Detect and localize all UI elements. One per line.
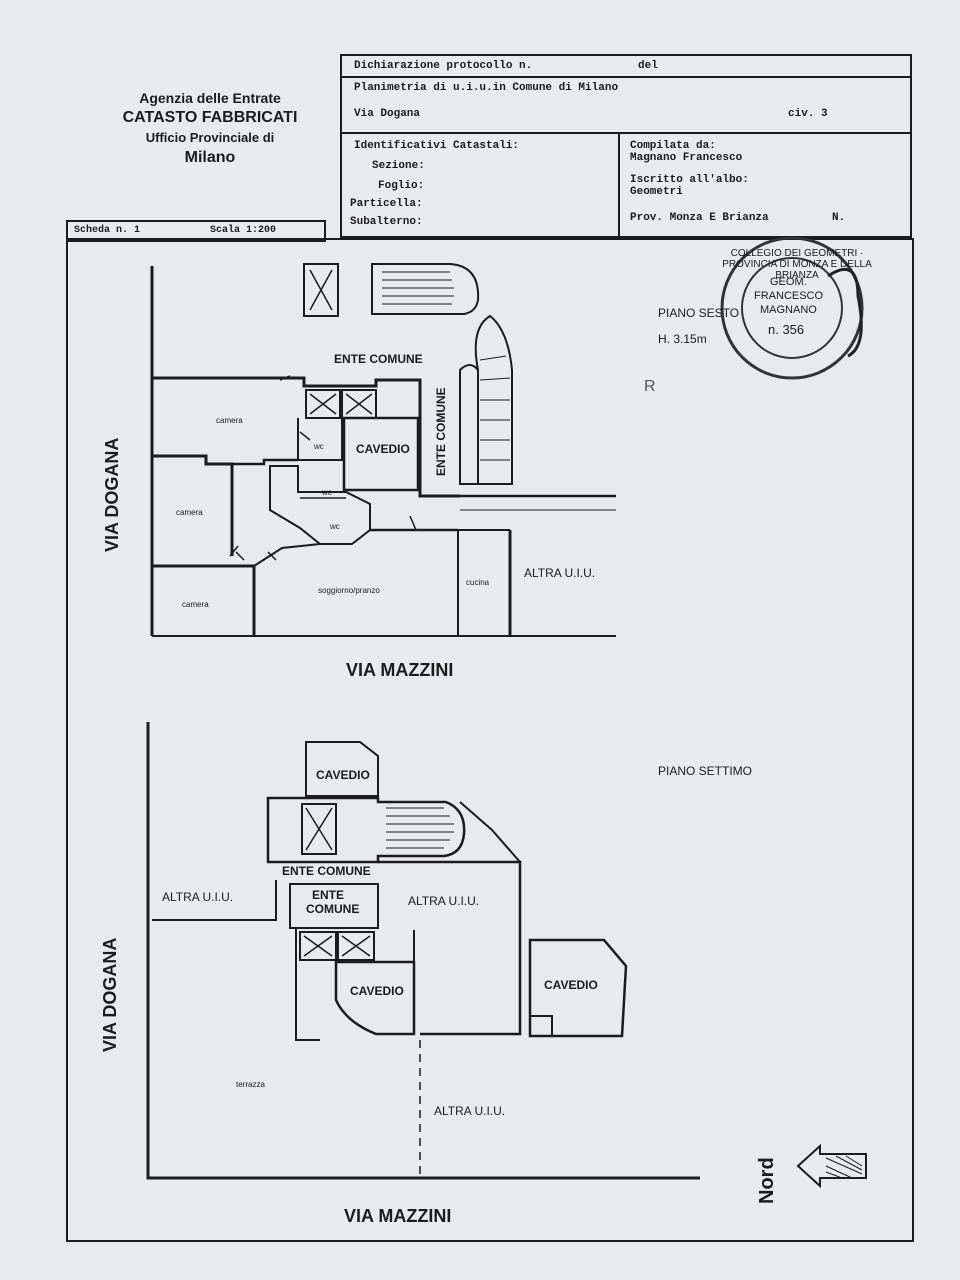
- lift-shaft: [303, 263, 339, 317]
- header-box: Dichiarazione protocollo n. del Planimet…: [340, 54, 912, 238]
- room-camera-2: camera: [176, 508, 203, 517]
- scala-label: Scala 1:200: [210, 225, 277, 236]
- level-label-bottom: PIANO SETTIMO: [658, 764, 753, 778]
- room-camera-1: camera: [216, 416, 243, 425]
- stamp-line1: GEOM.: [770, 276, 807, 288]
- particella-label: Particella:: [350, 198, 423, 210]
- agency-heading: Agenzia delle Entrate CATASTO FABBRICATI…: [90, 88, 330, 168]
- ente-comune-vertical: ENTE COMUNE: [434, 387, 448, 476]
- header-vdivider: [618, 134, 620, 236]
- height-label: H. 3.15m: [658, 332, 707, 346]
- room-camera-3: camera: [182, 600, 209, 609]
- room-soggiorno: soggiorno/pranzo: [318, 586, 380, 595]
- cavedio-upper: CAVEDIO: [316, 768, 370, 782]
- drawing-frame: [66, 238, 914, 1242]
- n-label: N.: [832, 212, 846, 224]
- identificativi-label: Identificativi Catastali:: [354, 140, 520, 152]
- agency-city: Milano: [184, 149, 236, 166]
- altra-uiu-left: ALTRA U.I.U.: [162, 890, 234, 904]
- ente-comune-bottom: ENTE COMUNE: [282, 864, 371, 878]
- cavedio-right: CAVEDIO: [544, 978, 598, 992]
- compilatore-name: Magnano Francesco: [630, 152, 743, 164]
- iscritto-label: Iscritto all'albo:: [630, 174, 749, 186]
- ente-comune-top: ENTE COMUNE: [334, 352, 423, 366]
- prov-label: Prov. Monza E Brianza: [630, 212, 769, 224]
- altra-uiu-top: ALTRA U.I.U.: [524, 566, 596, 580]
- room-wc-2: wc: [322, 488, 332, 497]
- via-label: Via Dogana: [354, 108, 421, 120]
- altra-uiu-bottom: ALTRA U.I.U.: [434, 1104, 506, 1118]
- room-cucina: cucina: [466, 578, 490, 587]
- stamp-line4: n. 356: [768, 322, 805, 337]
- room-terrazza: terrazza: [236, 1080, 265, 1089]
- street-via-mazzini-bottom: VIA MAZZINI: [344, 1206, 452, 1226]
- ente-comune-2-line2: COMUNE: [306, 902, 360, 916]
- agency-name: Agenzia delle Entrate: [139, 90, 281, 106]
- header-divider: [342, 132, 910, 134]
- north-arrow-icon: [796, 1146, 868, 1188]
- stamp-line2: FRANCESCO: [754, 290, 824, 302]
- scheda-strip: Scheda n. 1 Scala 1:200: [66, 220, 326, 242]
- north-label: Nord: [756, 1157, 778, 1204]
- dichiarazione-label: Dichiarazione protocollo n.: [354, 60, 533, 72]
- del-label: del: [638, 60, 658, 72]
- cavedio-middle: CAVEDIO: [350, 984, 404, 998]
- scheda-label: Scheda n. 1: [74, 225, 141, 236]
- header-divider: [342, 76, 910, 78]
- agency-dept: CATASTO FABBRICATI: [122, 109, 298, 126]
- albo-value: Geometri: [630, 186, 683, 198]
- street-via-dogana-bottom: VIA DOGANA: [100, 937, 120, 1052]
- sezione-label: Sezione:: [372, 160, 425, 172]
- altra-uiu-mid: ALTRA U.I.U.: [408, 894, 480, 908]
- street-via-dogana-top: VIA DOGANA: [102, 437, 122, 552]
- foglio-label: Foglio:: [378, 180, 425, 192]
- planimetria-label: Planimetria di u.i.u.in Comune di Milano: [354, 82, 619, 94]
- stamp-ring: [720, 236, 864, 380]
- ente-comune-2-line1: ENTE: [312, 888, 345, 902]
- compilata-label: Compilata da:: [630, 140, 716, 152]
- cavedio-top: CAVEDIO: [356, 442, 410, 456]
- surveyor-stamp: COLLEGIO DEI GEOMETRI · PROVINCIA DI MON…: [708, 236, 884, 386]
- room-wc-3: wc: [330, 522, 340, 531]
- room-wc-1: wc: [314, 442, 324, 451]
- level-label-top: PIANO SESTO: [658, 306, 740, 320]
- street-via-mazzini-top: VIA MAZZINI: [346, 660, 454, 680]
- civ-label: civ. 3: [788, 108, 828, 120]
- stamp-ring-text: COLLEGIO DEI GEOMETRI · PROVINCIA DI MON…: [722, 248, 872, 281]
- agency-office: Ufficio Provinciale di: [145, 130, 275, 145]
- handwritten-annotation: R: [644, 378, 656, 395]
- stamp-line3: MAGNANO: [760, 304, 817, 316]
- subalterno-label: Subalterno:: [350, 216, 423, 228]
